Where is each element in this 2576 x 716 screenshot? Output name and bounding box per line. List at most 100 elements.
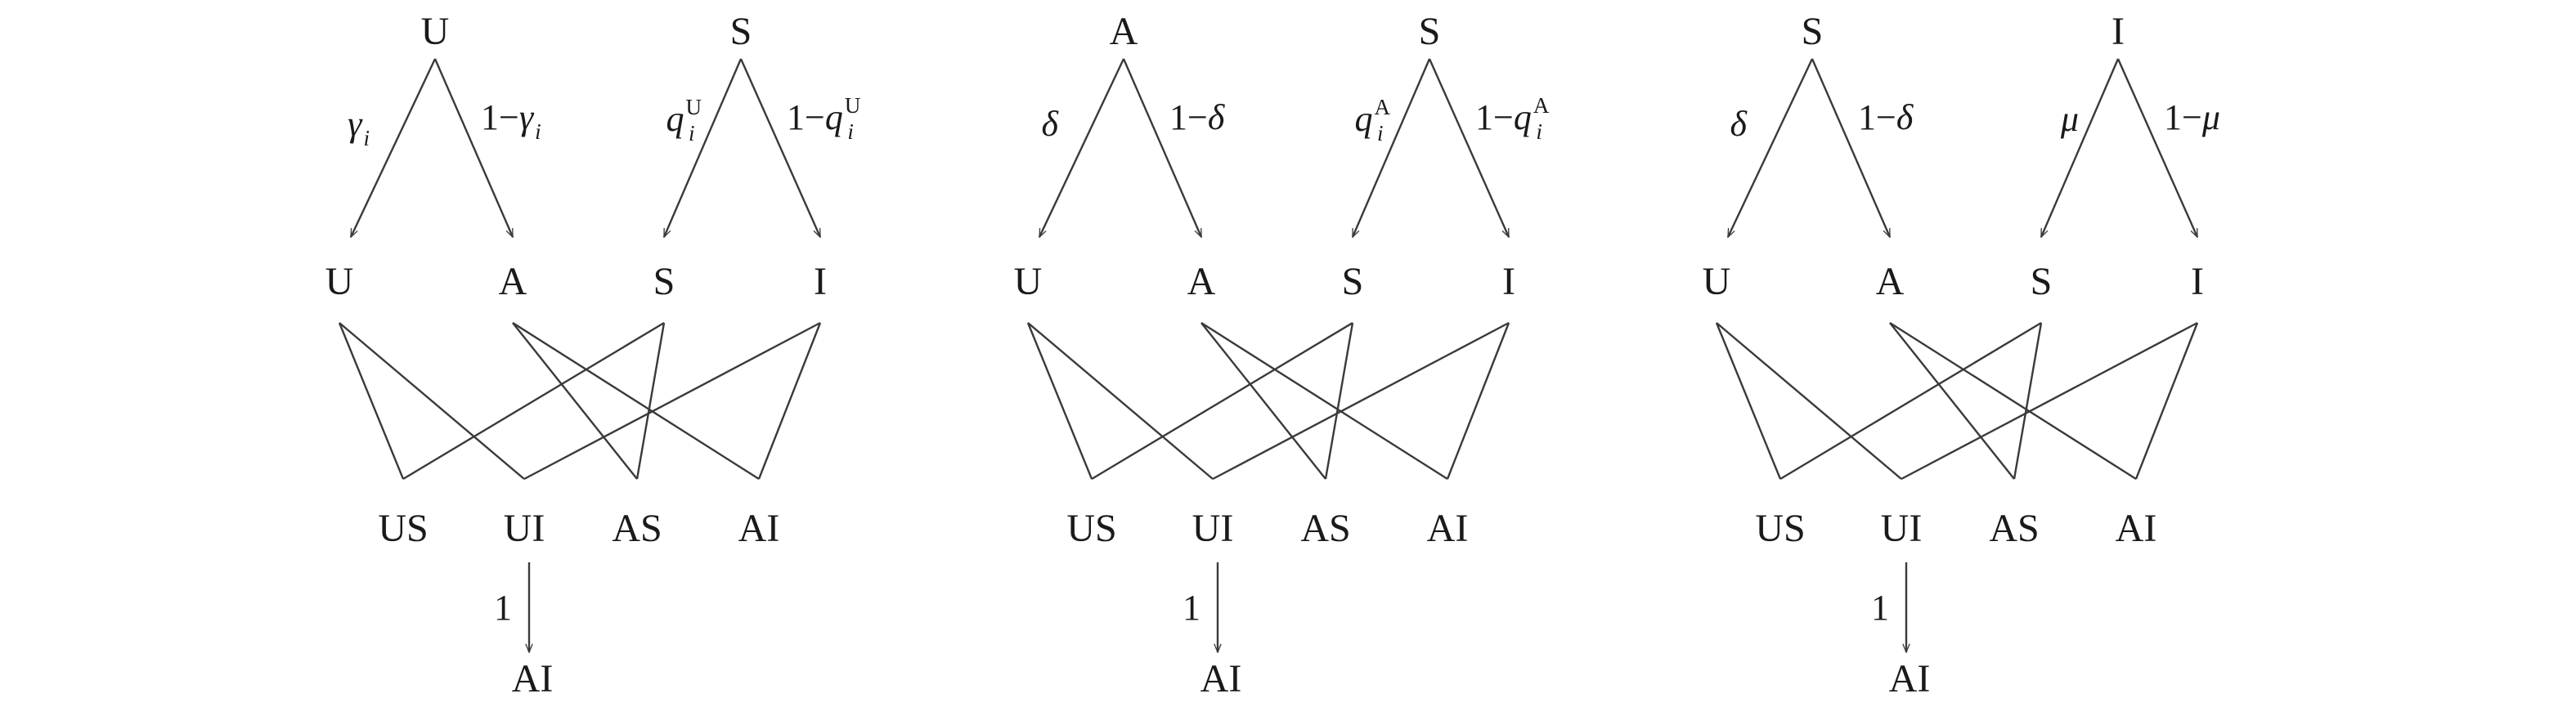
bottom-node-1: US	[1755, 507, 1805, 550]
prob-subscript: i	[1377, 121, 1384, 145]
branch-arrow-left-2	[2040, 58, 2120, 237]
branch-arrow-left-1	[1726, 58, 1814, 237]
combination-line-7	[1901, 321, 2198, 481]
probability-label-1: γi	[348, 104, 370, 150]
combination-line-8	[2134, 322, 2199, 480]
combination-line-6	[1324, 322, 1354, 480]
combination-line-1	[338, 322, 405, 480]
combination-line-1	[1026, 322, 1093, 480]
combination-line-8	[1446, 322, 1510, 480]
probability-label-2: 1−δ	[1169, 97, 1226, 137]
prob-superscript: U	[686, 95, 702, 119]
middle-node-4: I	[814, 260, 827, 303]
prob-subscript: i	[1536, 119, 1542, 144]
final-probability-label: 1	[1871, 588, 1889, 628]
prob-symbol: γ	[348, 104, 363, 144]
middle-node-4: I	[2191, 260, 2204, 303]
middle-node-1: U	[1703, 260, 1731, 303]
combination-line-2	[1027, 322, 1214, 480]
final-probability-label: 1	[494, 588, 512, 628]
prob-symbol: q	[825, 97, 843, 137]
prob-symbol: μ	[2060, 99, 2079, 139]
top-node-1: U	[421, 10, 450, 53]
top-node-2: S	[1419, 10, 1441, 53]
branch-arrow-left-2	[662, 58, 743, 237]
branch-arrow-left-1	[349, 58, 437, 237]
probability-label-3: μ	[2060, 99, 2079, 139]
middle-node-3: S	[1342, 260, 1364, 303]
probability-label-4: 1−μ	[2164, 97, 2220, 137]
final-probability-label: 1	[1183, 588, 1200, 628]
bottom-node-2: UI	[504, 507, 545, 550]
prob-superscript: U	[845, 93, 861, 118]
prob-prefix: 1−	[481, 97, 519, 137]
middle-node-2: A	[1187, 260, 1216, 303]
top-node-1: S	[1802, 10, 1824, 53]
combination-line-6	[2013, 322, 2043, 480]
bottom-node-3: AS	[1300, 507, 1350, 550]
prob-symbol: q	[666, 99, 684, 139]
combination-line-2	[339, 322, 525, 480]
probability-label-1: δ	[1042, 104, 1060, 144]
combination-line-7	[1212, 321, 1510, 481]
branch-arrow-left-1	[1038, 58, 1125, 237]
middle-node-2: A	[1876, 260, 1905, 303]
prob-symbol: q	[1355, 99, 1373, 139]
bottom-node-1: US	[1066, 507, 1116, 550]
prob-prefix: 1−	[2164, 97, 2202, 137]
combination-line-4	[512, 321, 760, 481]
combination-line-8	[757, 322, 822, 480]
combination-line-5	[402, 321, 665, 481]
branch-arrow-right-2	[739, 58, 822, 237]
bottom-node-2: UI	[1881, 507, 1923, 550]
prob-symbol: μ	[2201, 97, 2220, 137]
branch-arrow-right-2	[2116, 58, 2199, 237]
middle-node-1: U	[1014, 260, 1043, 303]
top-node-1: A	[1110, 10, 1138, 53]
bottom-node-4: AI	[1427, 507, 1469, 550]
prob-symbol: δ	[1896, 97, 1914, 137]
prob-subscript: i	[847, 119, 854, 144]
combination-line-5	[1091, 321, 1353, 481]
prob-prefix: 1−	[1858, 97, 1896, 137]
bottom-node-4: AI	[738, 507, 780, 550]
middle-node-3: S	[653, 260, 675, 303]
bottom-node-3: AS	[1989, 507, 2039, 550]
prob-prefix: 1−	[1475, 97, 1514, 137]
bottom-node-2: UI	[1192, 507, 1234, 550]
combination-line-4	[1200, 321, 1448, 481]
middle-node-3: S	[2031, 260, 2053, 303]
prob-symbol: δ	[1042, 104, 1060, 144]
branch-arrow-right-1	[1122, 58, 1203, 237]
probability-label-2: 1−γi	[481, 97, 541, 144]
top-node-2: S	[730, 10, 752, 53]
prob-subscript: i	[535, 119, 541, 144]
combination-line-3	[512, 322, 638, 480]
prob-prefix: 1−	[787, 97, 825, 137]
probability-label-2: 1−δ	[1858, 97, 1914, 137]
branch-arrow-right-2	[1428, 58, 1510, 237]
combination-line-3	[1889, 322, 2015, 480]
combination-line-6	[635, 322, 666, 480]
bottom-node-4: AI	[2116, 507, 2157, 550]
prob-superscript: A	[1375, 95, 1391, 119]
middle-node-4: I	[1502, 260, 1515, 303]
branch-arrow-left-2	[1351, 58, 1431, 237]
combination-line-3	[1200, 322, 1326, 480]
probability-label-1: δ	[1730, 104, 1748, 144]
top-node-2: I	[2112, 10, 2125, 53]
prob-subscript: i	[689, 121, 695, 145]
combination-line-7	[523, 321, 821, 481]
prob-symbol: γ	[519, 97, 535, 137]
combination-line-1	[1715, 322, 1782, 480]
final-node: AI	[512, 657, 554, 700]
prob-prefix: 1−	[1169, 97, 1208, 137]
